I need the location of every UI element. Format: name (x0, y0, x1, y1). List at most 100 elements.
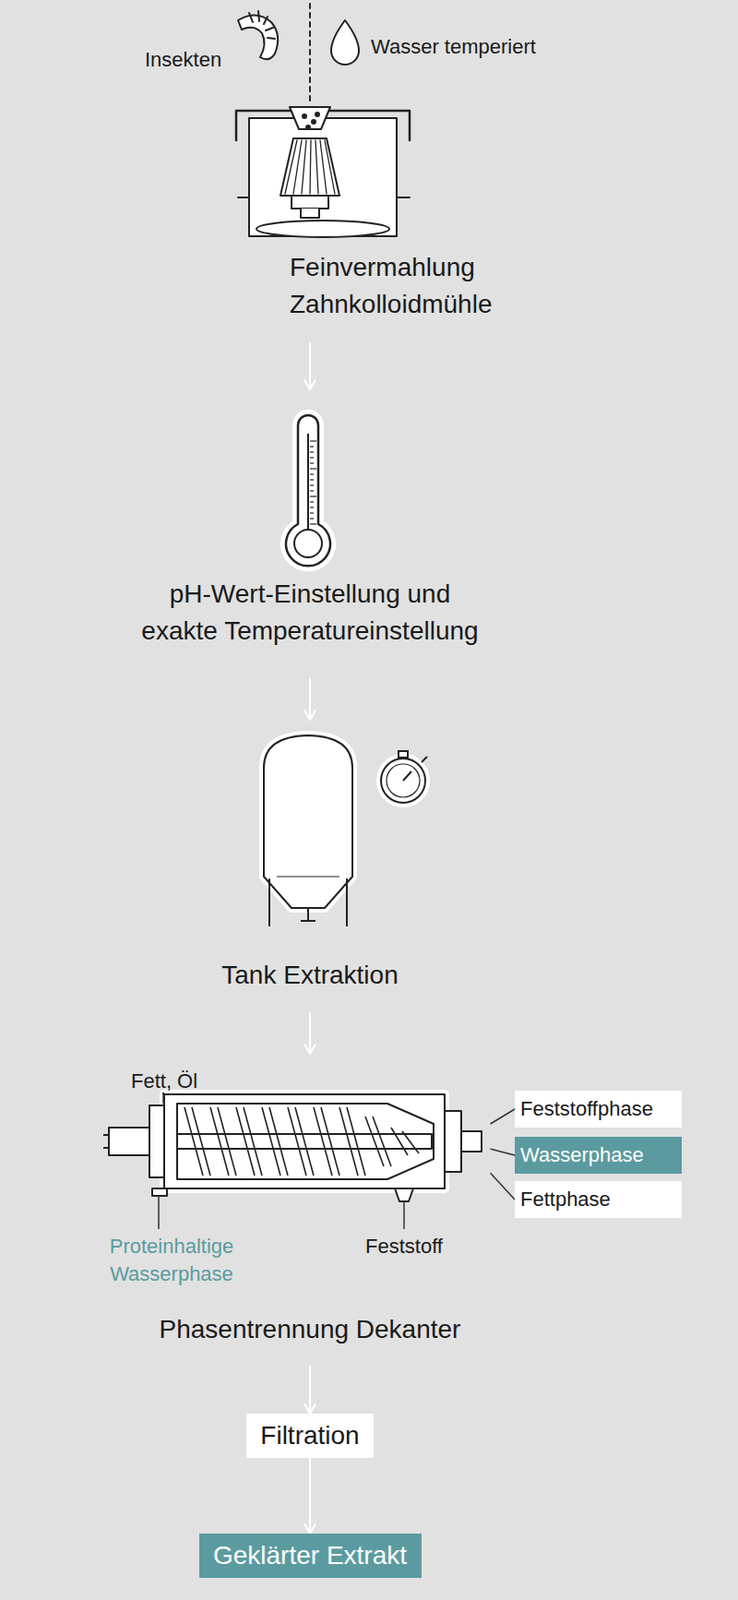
annotation-label: Proteinhaltige Wasserphase (92, 1232, 251, 1288)
decanter-centrifuge (103, 1092, 482, 1202)
extraction-tank (263, 735, 353, 927)
leader-line (490, 1108, 515, 1124)
step-caption: pH-Wert-Einstellung und exakte Temperatu… (139, 575, 481, 650)
stopwatch-stroke (398, 750, 408, 758)
colloid-mill-stroke (315, 112, 320, 117)
decanter-centrifuge-stroke (177, 1103, 434, 1179)
thermometer (285, 415, 331, 566)
process-box: Geklärter Extrakt (199, 1533, 422, 1578)
annotation-label: Fett, Öl (130, 1067, 198, 1096)
decanter-centrifuge-stroke (339, 1107, 366, 1176)
thermometer-stroke (307, 433, 310, 530)
thermometer-stroke (309, 462, 314, 464)
thermometer-stroke (309, 506, 314, 508)
extraction-tank-stroke (263, 735, 353, 908)
flow-arrow (309, 1012, 311, 1054)
decanter-centrifuge-stroke (210, 1107, 237, 1176)
process-step: Feinvermahlung Zahnkolloidmühle (285, 247, 334, 344)
phase-box: Fettphase (514, 1180, 682, 1218)
thermometer-stroke (309, 451, 314, 453)
decanter-centrifuge-stroke (152, 1188, 167, 1196)
thermometer-stroke (309, 467, 317, 469)
colloid-mill-stroke (301, 140, 307, 194)
box-label: Wasserphase (520, 1142, 644, 1168)
annotation-label: Feststoff (357, 1232, 451, 1261)
box-label: Geklärter Extrakt (213, 1539, 407, 1572)
thermometer-stroke (309, 495, 317, 497)
thermometer-stroke (309, 500, 314, 502)
decanter-centrifuge-stroke (184, 1107, 419, 1176)
decanter-centrifuge-stroke (184, 1107, 211, 1176)
extraction-tank-stroke (269, 878, 347, 927)
decanter-centrifuge-stroke (164, 1094, 445, 1189)
thermometer-stroke (309, 478, 314, 480)
thermometer-stroke (285, 415, 331, 566)
decanter-centrifuge-stroke (313, 1107, 340, 1176)
stopwatch (380, 750, 428, 803)
colloid-mill-stroke (291, 195, 329, 209)
box-label: Filtration (260, 1419, 359, 1452)
decanter-centrifuge-stroke (444, 1110, 462, 1172)
step-caption: Tank Extraktion (219, 956, 401, 994)
box-label: Feststoffphase (520, 1095, 654, 1122)
step-caption: Feinvermahlung Zahnkolloidmühle (289, 249, 331, 323)
stopwatch-stroke (386, 763, 420, 798)
colloid-mill-stroke (280, 138, 340, 196)
thermometer-stroke (309, 511, 314, 513)
decanter-centrifuge-stroke (103, 1134, 109, 1148)
phase-box: Wasserphase (514, 1136, 682, 1174)
colloid-mill-stroke (309, 140, 311, 194)
thermometer-stroke (285, 415, 331, 566)
decanter-centrifuge-stroke (365, 1116, 392, 1167)
decanter-centrifuge-stroke (391, 1127, 419, 1155)
flow-arrow (309, 343, 311, 390)
thermometer-stroke (309, 489, 314, 491)
colloid-mill-stroke (300, 208, 320, 218)
process-box: Filtration (246, 1413, 374, 1458)
leader-lines (158, 1094, 405, 1229)
colloid-mill-stroke (331, 20, 359, 65)
colloid-mill-stroke (293, 140, 302, 194)
colloid-mill-stroke (302, 114, 307, 119)
colloid-mill-stroke (238, 196, 410, 199)
decanter-centrifuge-stroke (162, 1092, 165, 1095)
colloid-mill-stroke (306, 125, 310, 130)
thermometer-stroke (309, 523, 317, 524)
leader-lines-stroke (162, 1094, 165, 1104)
thermometer-stroke (309, 445, 314, 447)
colloid-mill-stroke (285, 140, 298, 194)
leader-lines-stroke (157, 1195, 160, 1229)
leader-line (490, 1148, 515, 1155)
stopwatch-stroke (380, 758, 426, 803)
colloid-mill-stroke (256, 220, 390, 238)
decanter-centrifuge-stroke (394, 1188, 414, 1202)
decanter-centrifuge-stroke (287, 1107, 314, 1176)
decanter-centrifuge-stroke (461, 1130, 482, 1152)
colloid-mill-stroke (309, 3, 311, 104)
thermometer-stroke (294, 529, 322, 558)
colloid-mill-stroke (249, 11, 275, 39)
stopwatch-stroke (421, 756, 428, 762)
extraction-tank-stroke (276, 875, 340, 877)
process-step: Tank Extraktion (215, 719, 405, 1013)
thermometer-stroke (309, 484, 314, 486)
colloid-mill-stroke (320, 140, 327, 194)
colloid-mill-stroke (249, 118, 397, 237)
decanter-centrifuge-stroke (236, 1107, 262, 1176)
flow-arrow (309, 1366, 311, 1414)
step-caption: Phasentrennung Dekanter (156, 1310, 464, 1348)
box-label: Fettphase (520, 1186, 611, 1213)
thermometer-stroke (309, 517, 314, 519)
decanter-centrifuge-stroke (164, 1094, 445, 1189)
decanter-centrifuge-stroke (261, 1107, 288, 1176)
phase-box: Feststoffphase (514, 1090, 682, 1128)
colloid-mill-stroke (285, 140, 335, 194)
thermometer-stroke (309, 440, 317, 524)
extraction-tank-stroke (263, 735, 353, 908)
flow-arrow (309, 1457, 311, 1534)
thermometer-stroke (309, 456, 314, 458)
colloid-mill-stroke (238, 14, 278, 60)
colloid-mill-stroke (315, 140, 319, 194)
